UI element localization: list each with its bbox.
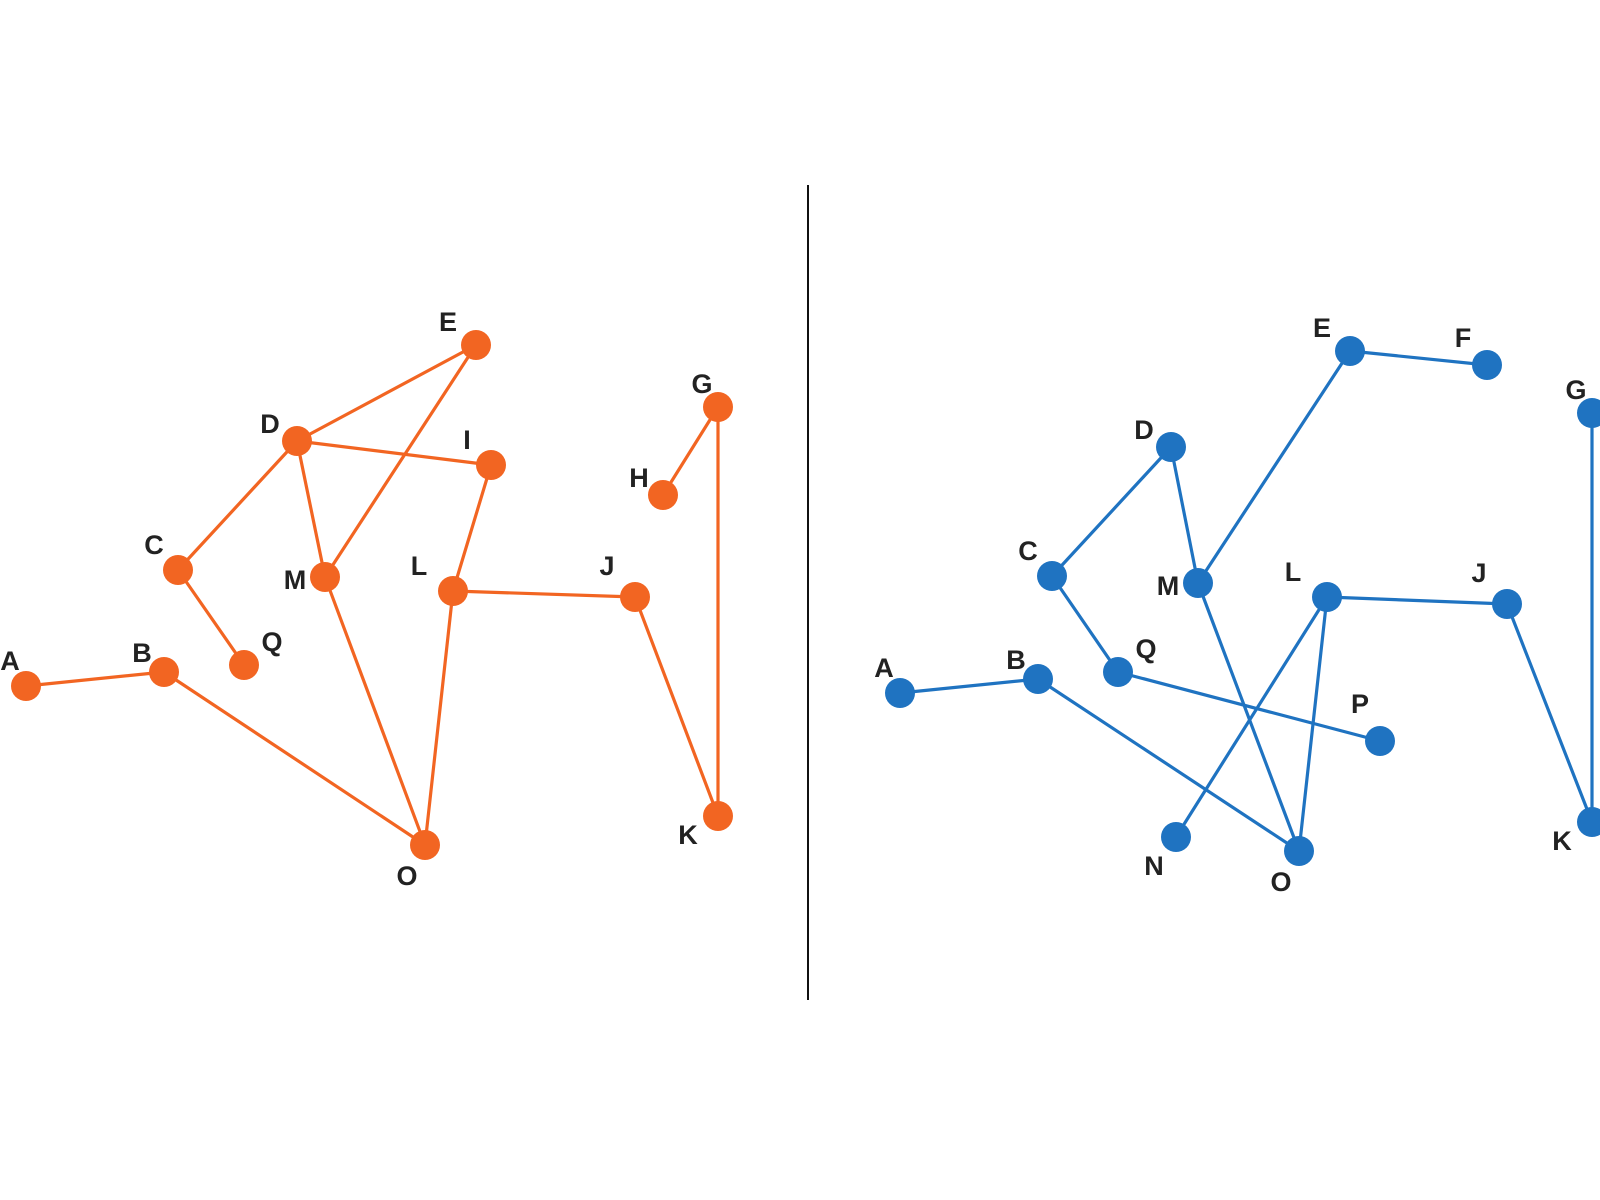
left-graph-label-E: E <box>439 307 457 337</box>
left-graph-edge-G-H <box>661 405 720 497</box>
left-graph: A B C D E G H I J K L M O Q <box>0 307 733 891</box>
left-graph-label-M: M <box>284 565 307 595</box>
left-graph-edge-D-E <box>295 343 478 443</box>
left-graph-node-Q <box>229 650 259 680</box>
left-graph-node-H <box>648 480 678 510</box>
left-graph-edge-A-B <box>24 670 166 688</box>
left-graph-node-L <box>438 576 468 606</box>
right-graph-edge-C-D <box>1050 445 1173 578</box>
right-graph-node-A <box>885 678 915 708</box>
right-graph-edge-L-N <box>1174 595 1329 839</box>
right-graph-label-F: F <box>1455 323 1472 353</box>
right-graph-label-E: E <box>1313 313 1331 343</box>
left-graph-node-K <box>703 801 733 831</box>
right-graph-label-C: C <box>1018 536 1038 566</box>
left-graph-node-B <box>149 657 179 687</box>
right-graph-label-O: O <box>1270 867 1291 897</box>
right-graph-label-A: A <box>874 653 894 683</box>
left-graph-node-J <box>620 582 650 612</box>
left-graph-node-G <box>703 392 733 422</box>
left-graph-label-C: C <box>144 530 164 560</box>
left-graph-edge-C-Q <box>176 568 246 667</box>
right-graph-node-F <box>1472 350 1502 380</box>
right-graph-edge-Q-P <box>1116 670 1382 743</box>
right-graph-node-Q <box>1103 657 1133 687</box>
left-graph-label-L: L <box>411 551 428 581</box>
left-graph-label-J: J <box>599 551 614 581</box>
right-graph-label-M: M <box>1157 571 1180 601</box>
left-graph-node-M <box>310 562 340 592</box>
right-graph-edge-D-M <box>1169 445 1200 585</box>
left-graph-label-Q: Q <box>261 627 282 657</box>
right-graph-node-N <box>1161 822 1191 852</box>
right-graph-edge-J-K <box>1505 602 1594 824</box>
left-graph-node-A <box>11 671 41 701</box>
right-graph-node-B <box>1023 664 1053 694</box>
left-graph-node-E <box>461 330 491 360</box>
left-graph-edge-L-O <box>423 589 455 847</box>
left-graph-label-I: I <box>463 425 471 455</box>
right-graph-edge-L-J <box>1325 595 1509 606</box>
left-graph-node-I <box>476 450 506 480</box>
left-graph-edge-D-M <box>295 439 327 579</box>
right-graph-node-C <box>1037 561 1067 591</box>
right-graph-edge-C-Q <box>1050 574 1120 674</box>
left-graph-edge-J-K <box>633 595 720 818</box>
left-graph-edge-B-O <box>162 670 427 847</box>
right-graph-edge-L-O <box>1297 595 1329 853</box>
left-graph-node-O <box>410 830 440 860</box>
right-graph-label-N: N <box>1144 851 1164 881</box>
left-graph-label-D: D <box>260 409 280 439</box>
left-graph-edge-D-I <box>295 439 493 467</box>
left-graph-label-A: A <box>0 646 20 676</box>
right-graph-node-K <box>1577 807 1600 837</box>
right-graph-node-E <box>1335 336 1365 366</box>
left-graph-edge-L-J <box>451 589 637 599</box>
right-graph-edge-A-B <box>898 677 1040 695</box>
right-graph-node-O <box>1284 836 1314 866</box>
right-graph-node-G <box>1577 398 1600 428</box>
right-graph-edge-B-O <box>1036 677 1301 853</box>
left-graph-label-K: K <box>678 820 698 850</box>
right-graph-label-K: K <box>1552 826 1572 856</box>
left-graph-node-D <box>282 426 312 456</box>
right-graph-edge-E-F <box>1348 349 1489 367</box>
right-graph-label-J: J <box>1471 558 1486 588</box>
right-graph-node-D <box>1156 432 1186 462</box>
left-graph-label-H: H <box>629 463 649 493</box>
right-graph-node-L <box>1312 582 1342 612</box>
right-graph-label-D: D <box>1134 415 1154 445</box>
right-graph-edge-M-E <box>1196 349 1352 585</box>
left-graph-edge-E-M <box>323 343 478 579</box>
left-graph-label-B: B <box>132 638 152 668</box>
right-graph-label-B: B <box>1006 645 1026 675</box>
right-graph-label-G: G <box>1565 375 1586 405</box>
left-graph-label-G: G <box>691 369 712 399</box>
right-graph-node-J <box>1492 589 1522 619</box>
right-graph-label-L: L <box>1285 557 1302 587</box>
right-graph-label-P: P <box>1351 689 1369 719</box>
right-graph-edge-M-O <box>1196 581 1301 853</box>
right-graph-label-Q: Q <box>1135 634 1156 664</box>
left-graph-edge-C-D <box>176 439 299 572</box>
right-graph-node-P <box>1365 726 1395 756</box>
left-graph-label-O: O <box>396 861 417 891</box>
left-graph-edge-M-O <box>323 575 427 847</box>
right-graph: A B C D E F G J K L M N O P Q <box>874 313 1600 897</box>
right-graph-node-M <box>1183 568 1213 598</box>
left-graph-node-C <box>163 555 193 585</box>
left-graph-edge-I-L <box>451 463 493 593</box>
